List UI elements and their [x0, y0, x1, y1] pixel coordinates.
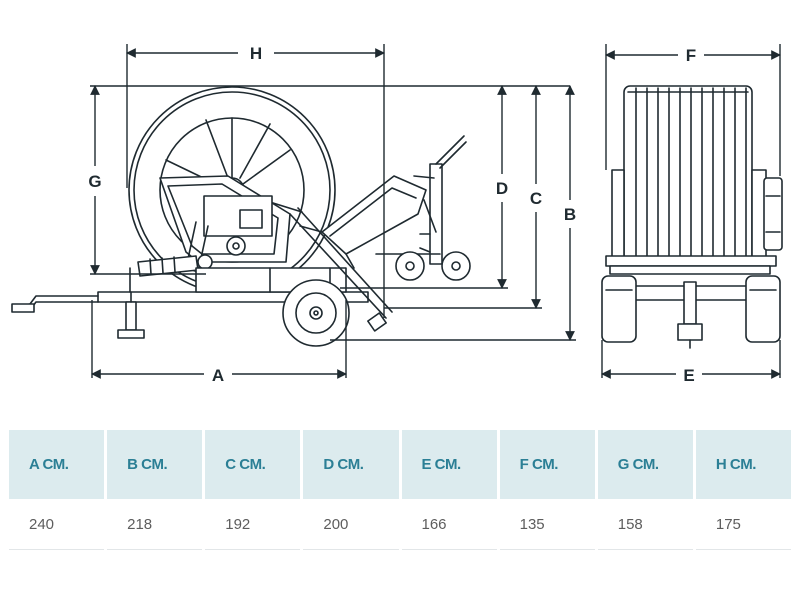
side-view-drawing [11, 86, 471, 347]
value-b: 218 [107, 499, 203, 550]
dimensions-table: A CM. B CM. C CM. D CM. E CM. F CM. G CM… [6, 430, 794, 550]
dimensions-table-header-row: A CM. B CM. C CM. D CM. E CM. F CM. G CM… [9, 430, 791, 499]
header-e-cm: E CM. [401, 430, 497, 499]
dimension-label-d: D [496, 179, 508, 198]
dimension-lines [90, 44, 781, 379]
header-h-cm: H CM. [695, 430, 791, 499]
value-a: 240 [9, 499, 105, 550]
header-b-cm: B CM. [107, 430, 203, 499]
header-g-cm: G CM. [597, 430, 693, 499]
header-f-cm: F CM. [499, 430, 595, 499]
value-e: 166 [401, 499, 497, 550]
machine-dimension-diagram: H G D C B A F E [11, 44, 783, 385]
dimension-label-a: A [212, 366, 224, 385]
dimension-label-g: G [88, 172, 101, 191]
dimensions-table-values-row: 240 218 192 200 166 135 158 175 [9, 499, 791, 550]
value-g: 158 [597, 499, 693, 550]
header-c-cm: C CM. [205, 430, 301, 499]
dimension-label-f: F [686, 46, 696, 65]
dimension-label-h: H [250, 44, 262, 63]
header-a-cm: A CM. [9, 430, 105, 499]
dimension-label-b: B [564, 205, 576, 224]
dimension-label-c: C [530, 189, 542, 208]
value-d: 200 [303, 499, 399, 550]
header-d-cm: D CM. [303, 430, 399, 499]
dimension-label-e: E [683, 366, 694, 385]
front-view-drawing [601, 85, 783, 349]
value-h: 175 [695, 499, 791, 550]
value-f: 135 [499, 499, 595, 550]
value-c: 192 [205, 499, 301, 550]
